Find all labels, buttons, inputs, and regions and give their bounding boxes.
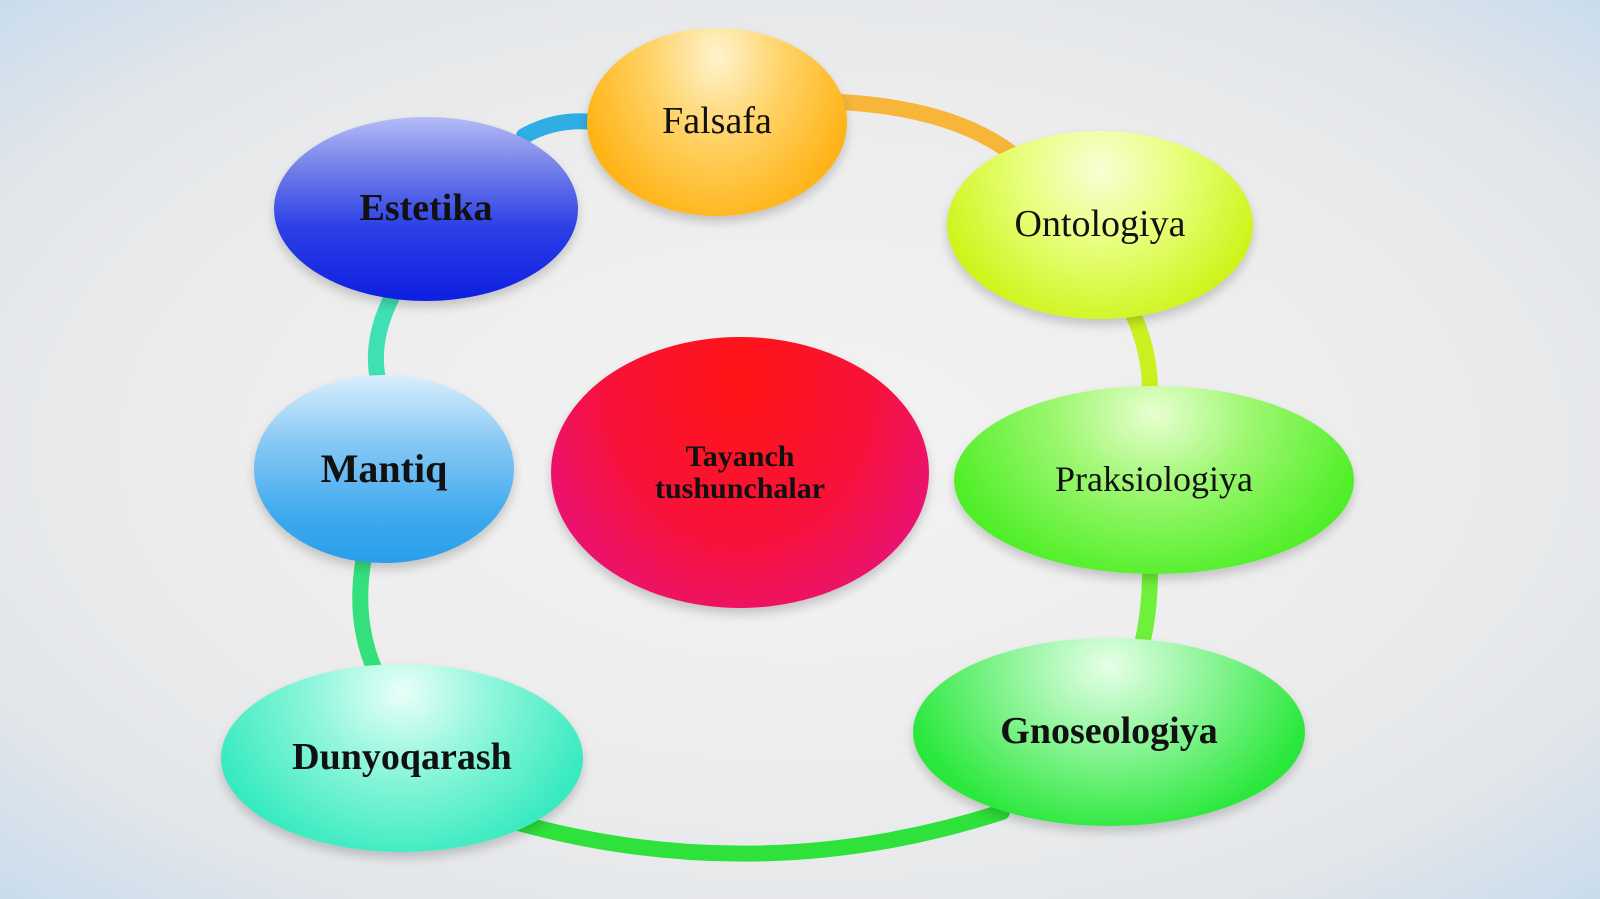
connector-estetika-falsafa — [516, 113, 602, 144]
node-ontologiya-label: Ontologiya — [1014, 203, 1186, 246]
node-falsafa-label: Falsafa — [662, 100, 772, 143]
node-falsafa: Falsafa — [587, 28, 847, 216]
connector-falsafa-ontologiya — [832, 94, 1018, 160]
connector-mantiq-estetika — [367, 289, 400, 388]
node-gnoseologiya-label: Gnoseologiya — [1000, 710, 1218, 753]
center-label-line2: tushunchalar — [654, 471, 826, 505]
node-center-tayanch-tushunchalar: Tayanch tushunchalar — [551, 337, 929, 608]
node-estetika: Estetika — [274, 117, 578, 301]
node-praksiologiya: Praksiologiya — [954, 386, 1354, 574]
connector-gnoseologiya-dunyoqarash — [507, 804, 1010, 862]
node-dunyoqarash-label: Dunyoqarash — [292, 736, 512, 779]
center-label: Tayanch tushunchalar — [655, 441, 825, 504]
node-mantiq-label: Mantiq — [320, 446, 448, 491]
node-mantiq: Mantiq — [254, 375, 514, 563]
node-dunyoqarash: Dunyoqarash — [221, 664, 583, 852]
node-gnoseologiya: Gnoseologiya — [913, 638, 1305, 826]
connector-dunyoqarash-mantiq — [352, 549, 382, 676]
node-estetika-label: Estetika — [359, 187, 493, 230]
connector-ontologiya-praksiologiya — [1124, 304, 1158, 400]
connector-praksiologiya-gnoseologiya — [1135, 562, 1158, 648]
node-ontologiya: Ontologiya — [947, 131, 1253, 319]
center-label-line1: Tayanch — [685, 440, 795, 473]
node-praksiologiya-label: Praksiologiya — [1055, 459, 1253, 500]
